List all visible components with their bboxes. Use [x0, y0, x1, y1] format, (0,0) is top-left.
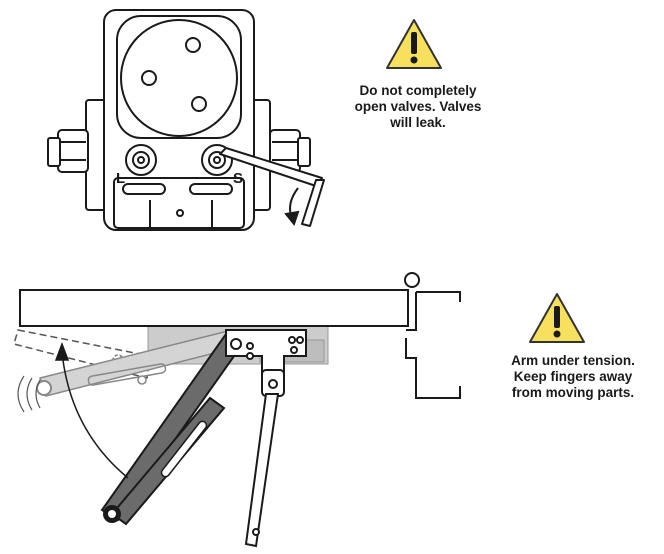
- closer-valve-body: [85, 9, 271, 231]
- warning-triangle-icon: [386, 19, 442, 69]
- door-frame-jamb: [404, 272, 461, 399]
- motion-lines-icon: [17, 375, 41, 413]
- valve-left: [125, 144, 157, 176]
- valve-warning-text: Do not completely open valves. Valves wi…: [354, 83, 482, 130]
- rotation-arrow-icon: [284, 187, 300, 227]
- right-hex-fitting: [269, 129, 311, 173]
- valve-left-label: L: [116, 170, 125, 187]
- pull-rod: [244, 369, 285, 548]
- closer-arm: [100, 332, 246, 526]
- warning-triangle-icon: [529, 293, 585, 343]
- door-panel: [19, 289, 409, 327]
- swing-direction-arrow-icon: [54, 341, 129, 479]
- hex-key-icon: [219, 147, 325, 227]
- arm-mounting-bracket: [225, 329, 307, 381]
- left-hex-fitting: [47, 129, 89, 173]
- arm-warning-text: Arm under tension. Keep fingers away fro…: [511, 353, 635, 400]
- valve-right-label: S: [233, 170, 243, 187]
- door-closed-position: [13, 329, 151, 379]
